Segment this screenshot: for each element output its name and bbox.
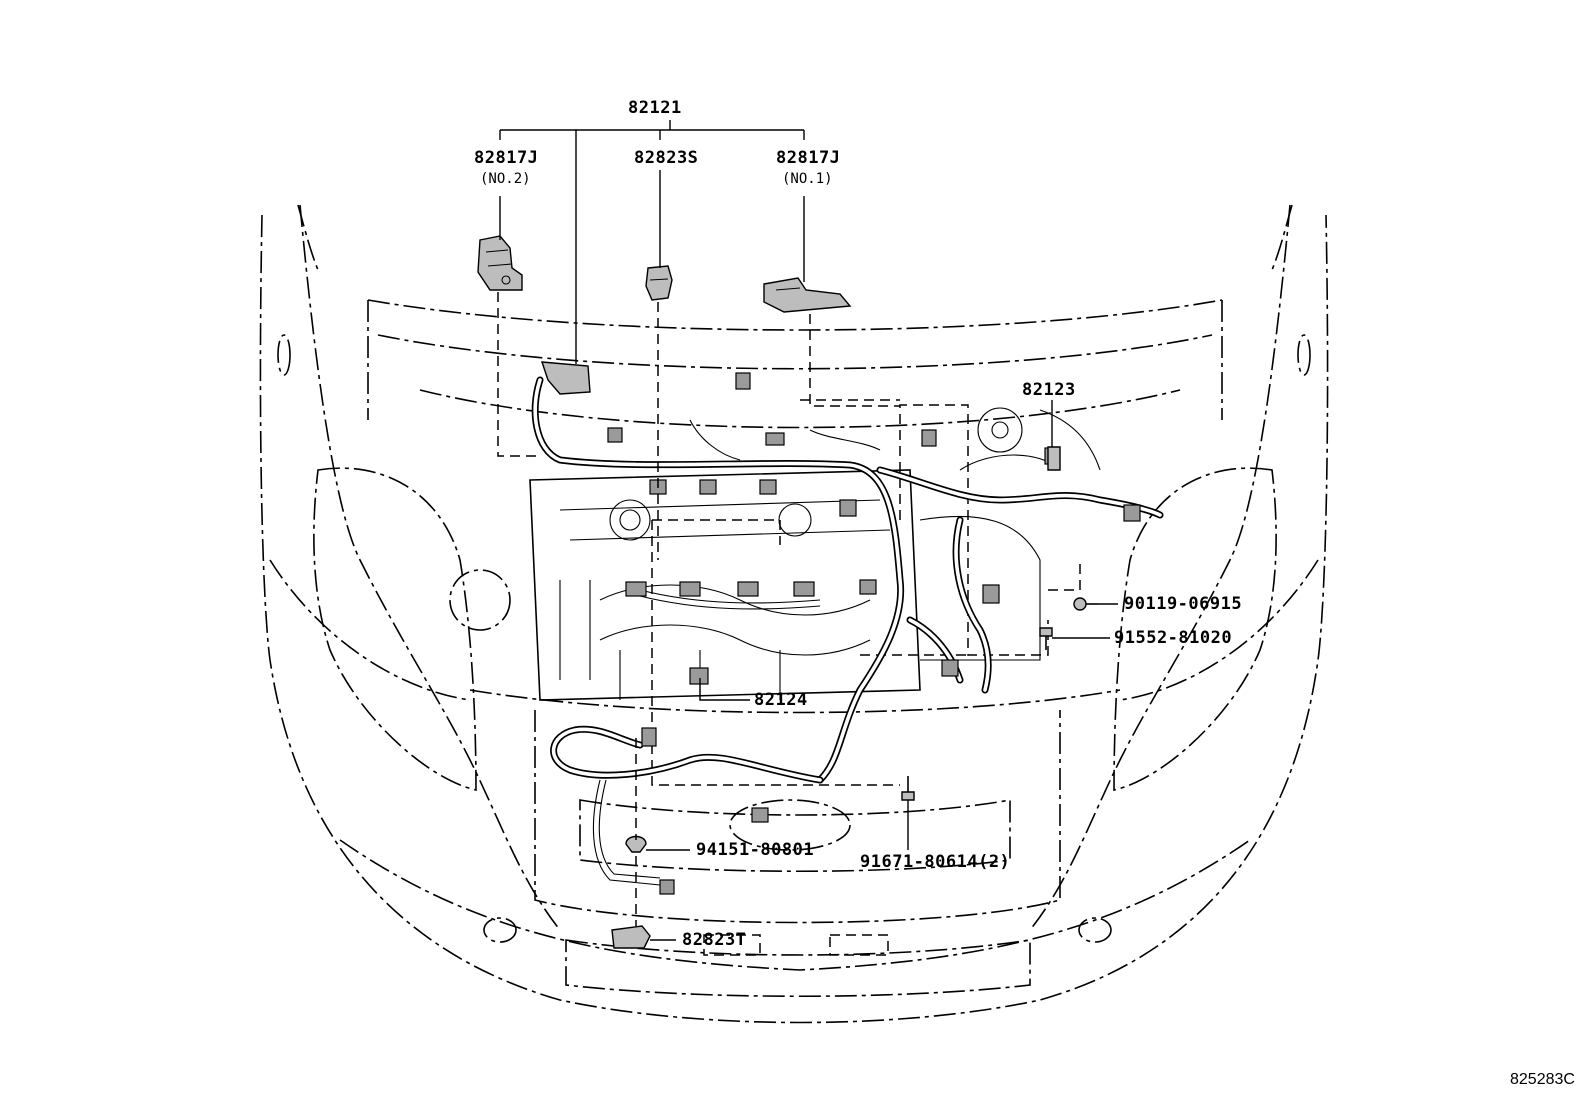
label-relay-no1-part: 82817J <box>776 148 841 168</box>
label-harness-82124: 82124 <box>754 690 808 710</box>
figure-code: 825283C <box>1510 1071 1575 1088</box>
label-relay-no1-note: (NO.1) <box>782 171 833 187</box>
label-bolt-90119-06915: 90119-06915 <box>1124 594 1243 614</box>
relay-no2-part <box>477 235 523 291</box>
bolt-91552-81020 <box>1039 627 1053 650</box>
label-relay-no2-part: 82817J <box>474 148 539 168</box>
label-bolt-91671-80614: 91671-80614(2) <box>860 852 1011 872</box>
label-bolt-91552-81020: 91552-81020 <box>1114 628 1233 648</box>
sensor-82823t-part <box>611 925 651 949</box>
label-sensor-82823t: 82823T <box>682 930 747 950</box>
bolt-90119-06915 <box>1073 597 1098 611</box>
vehicle-body-outline <box>259 204 1329 1024</box>
label-harness-82123: 82123 <box>1022 380 1076 400</box>
headlamp-left <box>313 467 511 791</box>
label-clamp-94151-80801: 94151-80801 <box>696 840 815 860</box>
harness-82123-bracket <box>1047 446 1061 471</box>
bolt-91671-80614 <box>901 776 915 801</box>
label-82121: 82121 <box>628 98 682 118</box>
harness-82121-connector <box>540 361 591 395</box>
label-relay-no2-note: (NO.2) <box>480 171 531 187</box>
headlamp-right <box>1113 467 1277 791</box>
relay-no1-part <box>763 277 852 313</box>
label-sensor-82823s: 82823S <box>634 148 699 168</box>
bumper-structure <box>534 710 1061 924</box>
engine-block <box>529 407 1101 701</box>
leader-lines <box>497 120 1118 941</box>
wire-harness <box>531 376 1164 886</box>
clamp-94151-80801 <box>625 835 647 853</box>
sensor-82823s-part <box>645 265 673 301</box>
